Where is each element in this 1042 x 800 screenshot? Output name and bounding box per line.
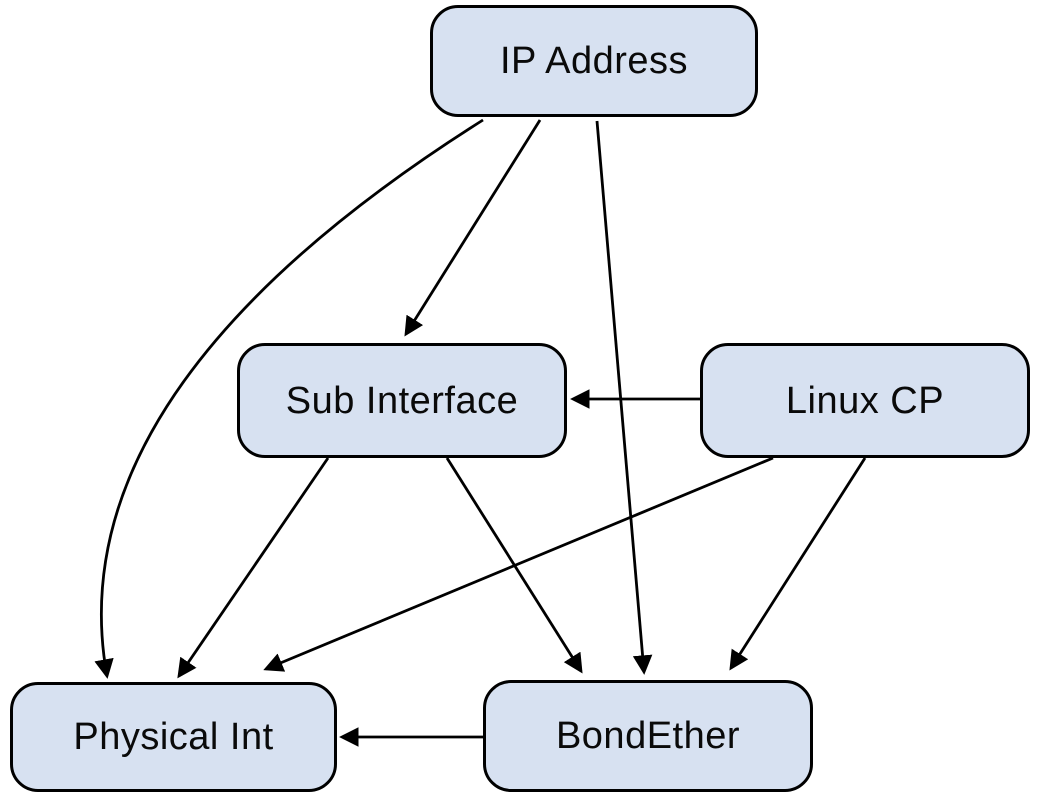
edge-sub-interface-to-bond-ether bbox=[445, 457, 583, 674]
edge-linux-cp-to-bond-ether bbox=[729, 457, 867, 671]
node-sub-interface: Sub Interface bbox=[237, 343, 567, 458]
node-bond-ether-label: BondEther bbox=[555, 715, 741, 757]
edge-ip-address-to-bond-ether bbox=[595, 120, 653, 675]
node-ip-address-label: IP Address bbox=[499, 40, 689, 82]
edge-linux-cp-to-physical-int bbox=[263, 456, 774, 672]
edge-sub-interface-to-physical-int bbox=[177, 457, 330, 679]
node-bond-ether: BondEther bbox=[483, 680, 813, 792]
node-sub-interface-label: Sub Interface bbox=[285, 379, 519, 422]
node-linux-cp-label: Linux CP bbox=[785, 379, 945, 422]
node-physical-int-label: Physical Int bbox=[73, 716, 274, 758]
node-ip-address: IP Address bbox=[430, 5, 758, 117]
node-linux-cp: Linux CP bbox=[700, 343, 1030, 458]
node-physical-int: Physical Int bbox=[10, 682, 337, 792]
edge-ip-address-to-sub-interface bbox=[404, 119, 542, 337]
